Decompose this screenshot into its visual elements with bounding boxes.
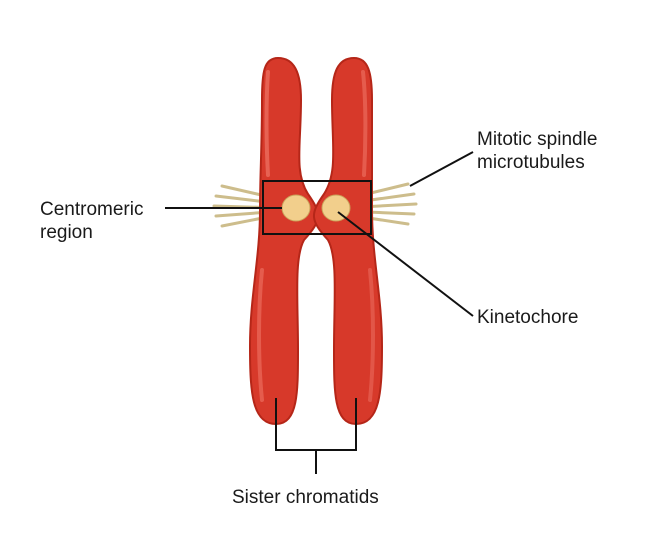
label-kinetochore: Kinetochore <box>477 307 579 328</box>
label-centromeric-line2: region <box>40 222 93 243</box>
label-centromeric-region: Centromeric region <box>40 198 143 244</box>
label-centromeric-line1: Centromeric <box>40 199 144 220</box>
chromatid-left <box>248 56 319 426</box>
chromatid-right <box>313 56 384 426</box>
label-mitotic-line2: microtubules <box>477 152 585 173</box>
kinetochore-left <box>281 194 311 222</box>
leader-kinetochore <box>337 211 474 317</box>
sister-chromatids-bracket <box>275 398 357 474</box>
label-mitotic-spindle: Mitotic spindle microtubules <box>477 128 597 174</box>
leader-mitotic <box>409 151 474 187</box>
label-sister-chromatids: Sister chromatids <box>232 487 379 508</box>
kinetochore-right <box>321 194 351 222</box>
label-mitotic-line1: Mitotic spindle <box>477 129 598 150</box>
